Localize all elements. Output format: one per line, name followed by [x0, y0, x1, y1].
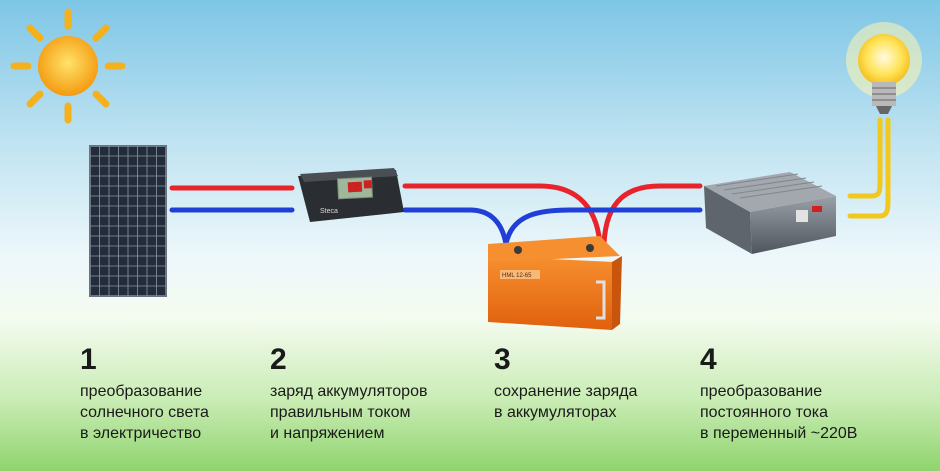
step-number: 1	[80, 343, 97, 376]
step-4: 4 преобразование постоянного тока в пере…	[700, 345, 857, 444]
step-text-line: преобразование	[700, 383, 823, 400]
sun-icon	[10, 8, 126, 124]
step-text-line: заряд аккумуляторов	[270, 383, 428, 400]
step-3: 3 сохранение заряда в аккумуляторах	[494, 345, 637, 423]
step-text-line: в аккумуляторах	[494, 404, 617, 421]
step-text-line: в электричество	[80, 425, 202, 442]
step-text-line: сохранение заряда	[494, 383, 638, 400]
step-text-line: и напряжением	[270, 425, 385, 442]
solar-panel	[89, 145, 167, 297]
wires-inverter-lamp	[847, 117, 891, 219]
step-text-line: постоянного тока	[700, 404, 828, 421]
controller-brand: Steca	[320, 208, 338, 215]
inverter	[704, 172, 836, 254]
step-text-line: преобразование	[80, 383, 203, 400]
step-text-line: правильным током	[270, 404, 411, 421]
wires-controller-battery-inverter	[402, 183, 703, 247]
step-1: 1 преобразование солнечного света в элек…	[80, 345, 209, 444]
wires-panel-controller	[169, 185, 295, 213]
step-text-line: в переменный ~220В	[700, 425, 858, 442]
light-bulb-icon	[846, 22, 922, 114]
charge-controller: Steca	[298, 168, 404, 222]
step-2: 2 заряд аккумуляторов правильным током и…	[270, 345, 427, 444]
battery: HML 12-65	[488, 236, 622, 330]
step-number: 4	[700, 343, 717, 376]
step-number: 2	[270, 343, 287, 376]
battery-label: HML 12-65	[502, 273, 532, 279]
step-number: 3	[494, 343, 511, 376]
step-text-line: солнечного света	[80, 404, 209, 421]
